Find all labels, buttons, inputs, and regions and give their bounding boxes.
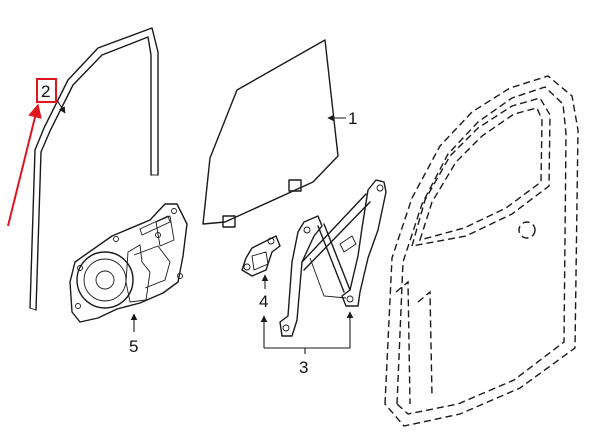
run-channel-part (29, 27, 159, 311)
door-shell-outline (384, 75, 579, 427)
callout-2-highlight-box (36, 78, 57, 103)
callout-2: 2 (7, 78, 66, 227)
callout-5-label: 5 (129, 337, 138, 356)
regulator-part (279, 179, 387, 337)
callout-3: 3 (260, 311, 354, 377)
door-glass-part (202, 39, 339, 228)
callout-1: 1 (327, 109, 357, 128)
callout-4: 4 (259, 274, 268, 311)
callout-5: 5 (129, 313, 138, 356)
carrier-panel-part (69, 203, 188, 323)
callout-3-label: 3 (299, 358, 308, 377)
motor-part (241, 235, 281, 277)
callout-4-label: 4 (259, 292, 268, 311)
callout-1-label: 1 (348, 109, 357, 128)
callout-2-label: 2 (41, 82, 50, 101)
highlight-arrow (7, 103, 42, 227)
